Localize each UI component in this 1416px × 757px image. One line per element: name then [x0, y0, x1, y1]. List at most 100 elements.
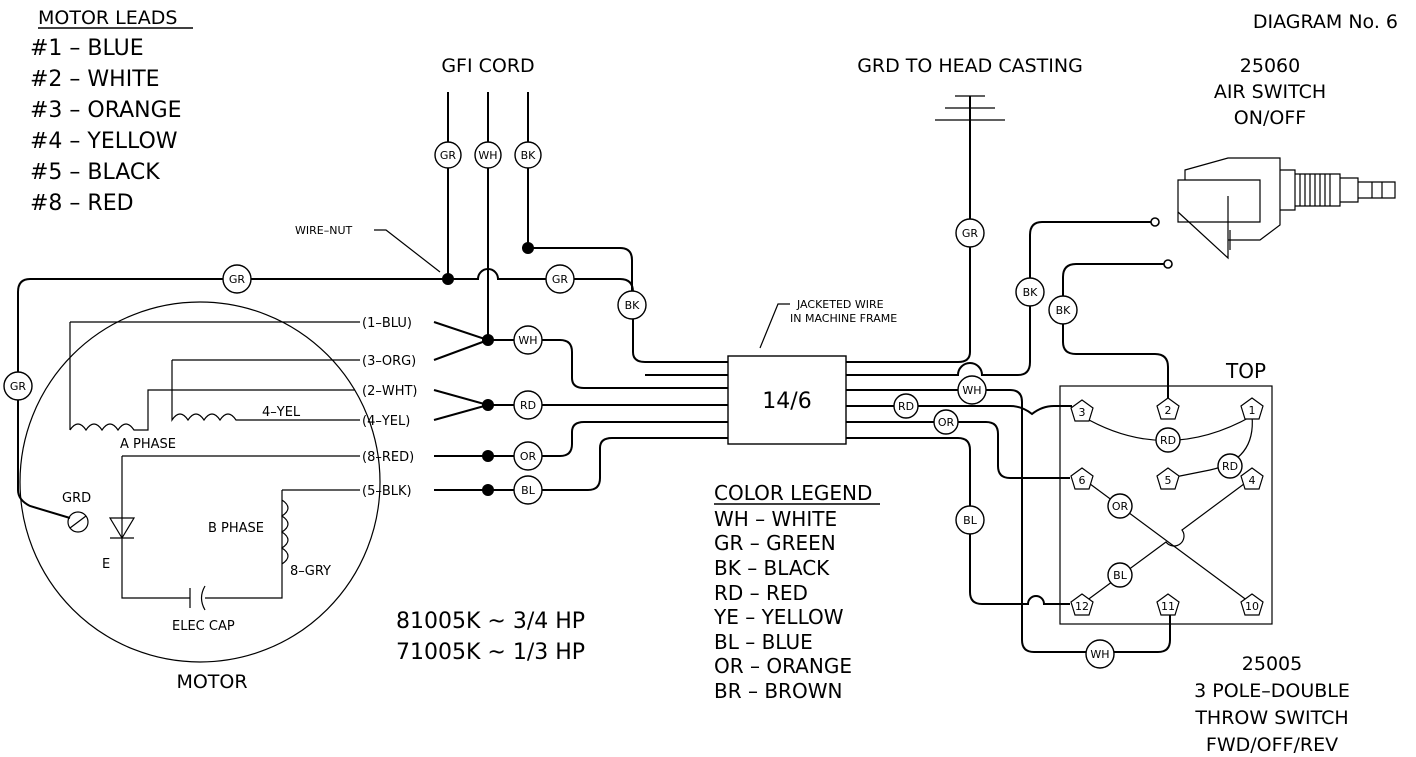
svg-text:WH: WH — [518, 334, 537, 347]
svg-text:3: 3 — [1079, 406, 1086, 419]
svg-text:WH: WH — [962, 384, 981, 397]
cable-label: 14/6 — [762, 389, 811, 414]
svg-text:10: 10 — [1245, 600, 1259, 613]
cable-wires-left: WH RD OR BL — [488, 325, 728, 505]
three-pole-switch: TOP RD RD OR BL 3 2 1 6 — [1059, 359, 1350, 756]
motor-lead-item: #8 – RED — [30, 191, 134, 216]
legend-item: RD – RED — [714, 581, 808, 605]
svg-text:AIR SWITCH: AIR SWITCH — [1214, 81, 1326, 103]
legend-item: BR – BROWN — [714, 679, 842, 703]
svg-text:RD: RD — [1222, 460, 1238, 473]
ground-title: GRD TO HEAD CASTING — [857, 55, 1083, 77]
svg-text:1: 1 — [1249, 404, 1256, 417]
svg-text:25060: 25060 — [1240, 55, 1300, 77]
legend-item: BL – BLUE — [714, 630, 813, 654]
svg-text:4–YEL: 4–YEL — [262, 405, 301, 420]
svg-text:GR: GR — [10, 380, 27, 393]
switch-terminal-2: 2 — [1156, 397, 1180, 420]
svg-text:GR: GR — [440, 149, 457, 162]
air-switch-label: 25060 AIR SWITCH ON/OFF — [1214, 55, 1326, 129]
air-switch-icon — [1177, 157, 1396, 260]
svg-text:OR: OR — [938, 416, 955, 429]
svg-text:WH: WH — [478, 149, 497, 162]
gfi-cord: GR WH BK — [434, 92, 542, 340]
svg-text:2: 2 — [1165, 404, 1172, 417]
svg-text:GR: GR — [552, 273, 569, 286]
svg-text:6: 6 — [1079, 474, 1086, 487]
switch-terminal-10: 10 — [1240, 593, 1264, 616]
svg-text:B PHASE: B PHASE — [208, 521, 264, 536]
svg-text:ELEC CAP: ELEC CAP — [172, 619, 235, 634]
switch-part: 25005 — [1242, 653, 1302, 675]
motor-leads-table: MOTOR LEADS #1 – BLUE #2 – WHITE #3 – OR… — [30, 7, 193, 216]
terminal-8-red: (8–RED) — [362, 450, 414, 465]
color-legend: COLOR LEGEND WH – WHITE GR – GREEN BK – … — [713, 481, 880, 703]
switch-top-label: TOP — [1225, 359, 1266, 383]
switch-terminal-1: 1 — [1240, 397, 1264, 420]
bk-cord-wire: BK — [522, 242, 647, 320]
motor: MOTOR A PHASE 4–YEL E ELEC CAP B PHASE 8… — [19, 301, 381, 693]
motor-leads-title: MOTOR LEADS — [38, 7, 177, 29]
diagram-number: DIAGRAM No. 6 — [1253, 11, 1398, 33]
model-item: 71005K ~ 1/3 HP — [396, 640, 585, 665]
motor-lead-item: #5 – BLACK — [30, 160, 160, 185]
wire-nut-label: WIRE–NUT — [295, 224, 352, 237]
switch-terminal-12: 12 — [1070, 593, 1094, 616]
svg-text:GR: GR — [962, 227, 979, 240]
terminal-1-blu: (1–BLU) — [362, 316, 412, 331]
gfi-cord-title: GFI CORD — [441, 55, 534, 77]
svg-text:BK: BK — [625, 299, 641, 312]
switch-terminal-3: 3 — [1070, 399, 1094, 422]
switch-terminal-5: 5 — [1156, 467, 1180, 490]
jacketed-wire-line1: JACKETED WIRE — [796, 298, 884, 311]
model-item: 81005K ~ 3/4 HP — [396, 609, 585, 634]
svg-text:BK: BK — [1056, 304, 1072, 317]
switch-terminal-11: 11 — [1156, 593, 1180, 616]
motor-lead-item: #3 – ORANGE — [30, 98, 182, 123]
switch-terminal-6: 6 — [1070, 467, 1094, 490]
motor-lead-item: #1 – BLUE — [30, 36, 144, 61]
motor-lead-item: #2 – WHITE — [30, 67, 160, 92]
terminal-3-org: (3–ORG) — [362, 354, 416, 369]
motor-label: MOTOR — [176, 671, 247, 693]
legend-item: OR – ORANGE — [714, 654, 852, 678]
svg-text:BL: BL — [521, 484, 536, 497]
svg-text:OR: OR — [520, 450, 537, 463]
switch-terminal-4: 4 — [1240, 467, 1264, 490]
terminal-2-wht: (2–WHT) — [362, 384, 418, 399]
svg-text:OR: OR — [1112, 500, 1129, 513]
ground-to-head: GR — [846, 95, 1005, 363]
svg-text:ON/OFF: ON/OFF — [1234, 107, 1306, 129]
svg-text:12: 12 — [1075, 600, 1089, 613]
svg-text:11: 11 — [1161, 600, 1175, 613]
legend-item: YE – YELLOW — [713, 605, 844, 629]
svg-text:RD: RD — [520, 399, 536, 412]
svg-text:8–GRY: 8–GRY — [290, 564, 331, 579]
cable-box: 14/6 — [727, 355, 847, 445]
svg-text:BL: BL — [963, 514, 978, 527]
terminal-4-yel: (4–YEL) — [362, 414, 410, 429]
svg-text:BL: BL — [1113, 569, 1128, 582]
ground-wires: GR GR GR — [3, 264, 728, 519]
model-list: 81005K ~ 3/4 HP 71005K ~ 1/3 HP — [396, 609, 585, 665]
color-legend-title: COLOR LEGEND — [714, 481, 872, 505]
switch-line1: 3 POLE–DOUBLE — [1194, 680, 1350, 702]
cable-wires-right: BK BK WH WH RD OR BL — [846, 217, 1173, 669]
svg-text:GR: GR — [229, 273, 246, 286]
legend-item: BK – BLACK — [714, 556, 830, 580]
svg-text:GRD: GRD — [62, 491, 91, 506]
motor-lead-item: #4 – YELLOW — [30, 129, 178, 154]
legend-item: GR – GREEN — [714, 531, 836, 555]
svg-text:5: 5 — [1165, 474, 1172, 487]
svg-text:4: 4 — [1249, 474, 1256, 487]
jacketed-wire-line2: IN MACHINE FRAME — [790, 312, 897, 325]
svg-text:WH: WH — [1090, 648, 1109, 661]
switch-function: FWD/OFF/REV — [1206, 734, 1338, 756]
svg-text:E: E — [102, 557, 110, 572]
svg-text:RD: RD — [898, 400, 914, 413]
svg-text:BK: BK — [1023, 286, 1039, 299]
svg-text:RD: RD — [1160, 434, 1176, 447]
legend-item: WH – WHITE — [714, 507, 837, 531]
motor-terminals: (1–BLU) (3–ORG) (2–WHT) (4–YEL) (8–RED) … — [362, 316, 494, 499]
